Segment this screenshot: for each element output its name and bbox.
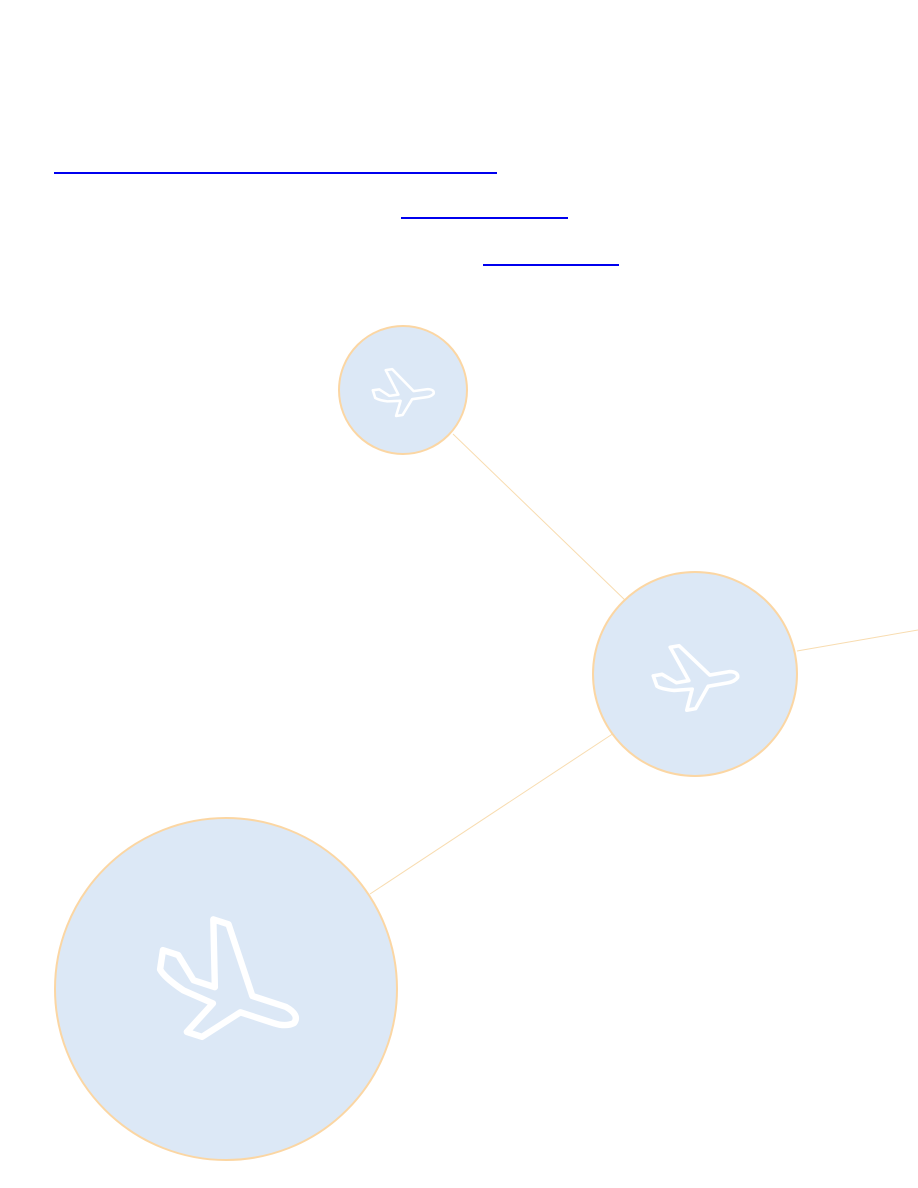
connector-line: [796, 629, 918, 652]
link-underline-1[interactable]: [54, 172, 497, 174]
link-underline-3[interactable]: [483, 264, 619, 266]
link-underline-2[interactable]: [401, 217, 568, 219]
node-large[interactable]: [54, 817, 398, 1161]
connector-line: [369, 732, 615, 895]
node-small[interactable]: [338, 325, 468, 455]
connector-line: [452, 433, 628, 603]
node-medium[interactable]: [592, 571, 798, 777]
